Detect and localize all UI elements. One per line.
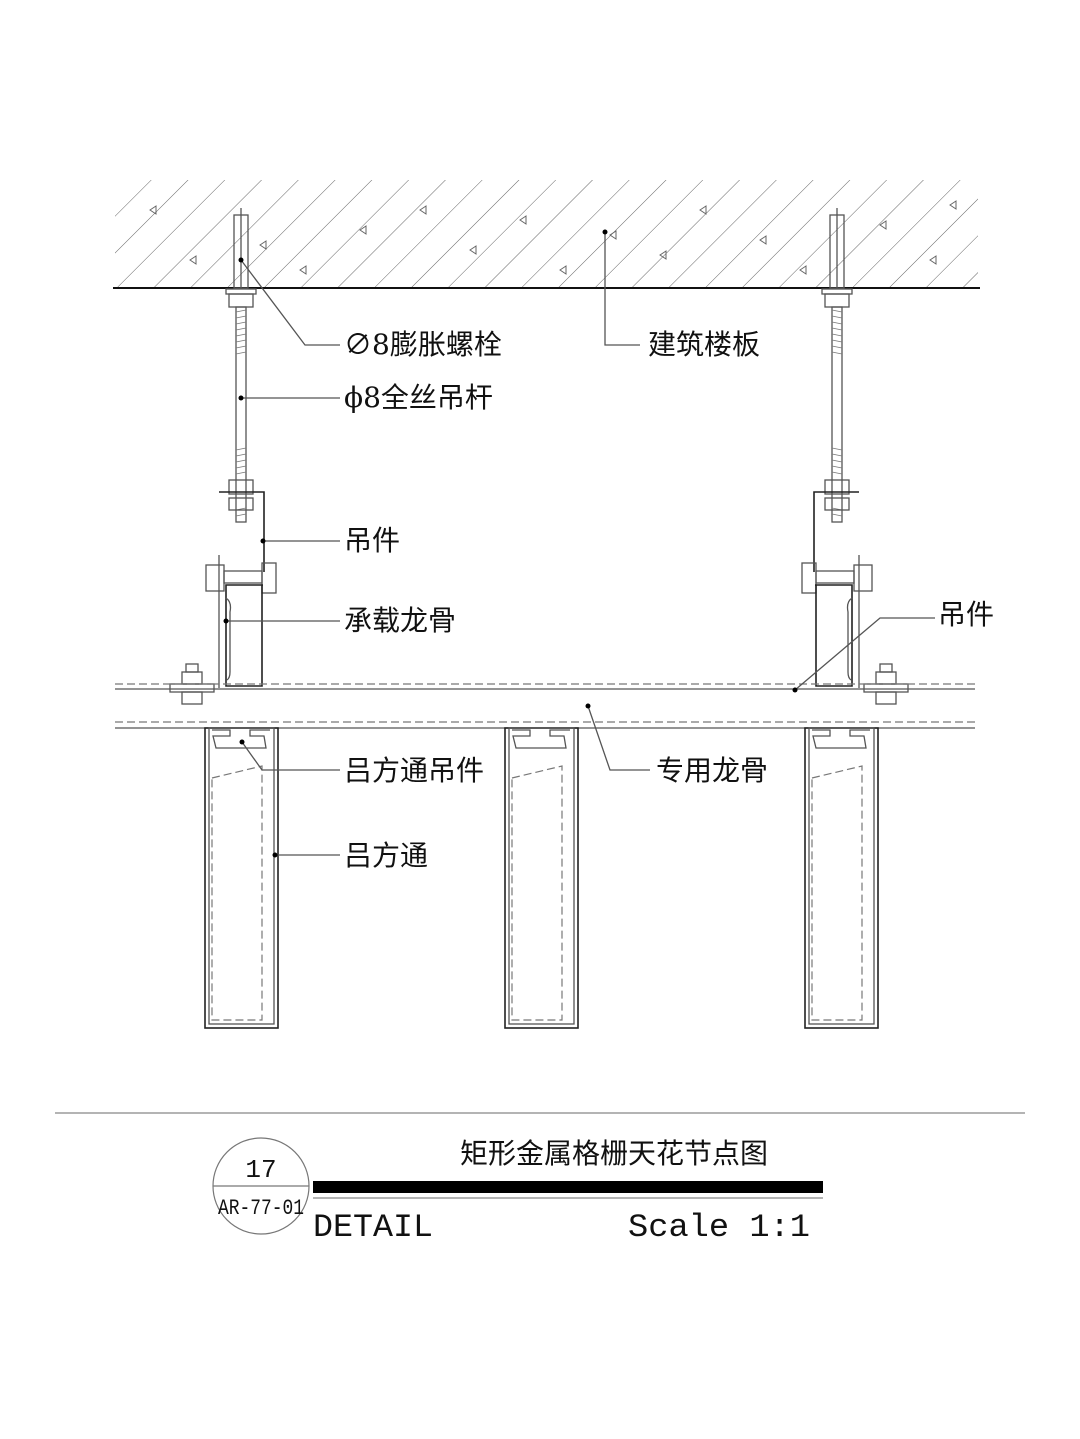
label-main-keel: 承载龙骨	[344, 604, 456, 637]
drawing-title: 矩形金属格栅天花节点图	[460, 1137, 768, 1170]
special-keel	[115, 683, 975, 729]
scale-label: Scale 1:1	[628, 1209, 810, 1246]
label-threaded-rod: ϕ8全丝吊杆	[344, 381, 493, 414]
label-square-tube: 吕方通	[344, 839, 428, 872]
square-tube-3	[804, 727, 879, 1029]
detail-label: DETAIL	[313, 1209, 433, 1246]
label-tube-hanger: 吕方通吊件	[344, 754, 484, 787]
square-tube-1	[204, 727, 279, 1029]
detail-number: 17	[245, 1155, 276, 1185]
label-special-keel: 专用龙骨	[656, 754, 768, 787]
leader-lines	[226, 232, 935, 856]
leader-dots	[223, 229, 798, 858]
square-tube-2	[504, 727, 579, 1029]
sheet-ref: AR-77-01	[218, 1196, 304, 1221]
label-hanger-right: 吊件	[938, 598, 994, 631]
label-expansion-bolt: ∅8膨胀螺栓	[344, 328, 502, 361]
label-hanger-left: 吊件	[344, 524, 400, 557]
floor-slab	[113, 180, 980, 289]
label-floor-slab: 建筑楼板	[648, 328, 760, 361]
title-block: 17 AR-77-01 矩形金属格栅天花节点图 DETAIL Scale 1:1	[212, 1137, 823, 1246]
